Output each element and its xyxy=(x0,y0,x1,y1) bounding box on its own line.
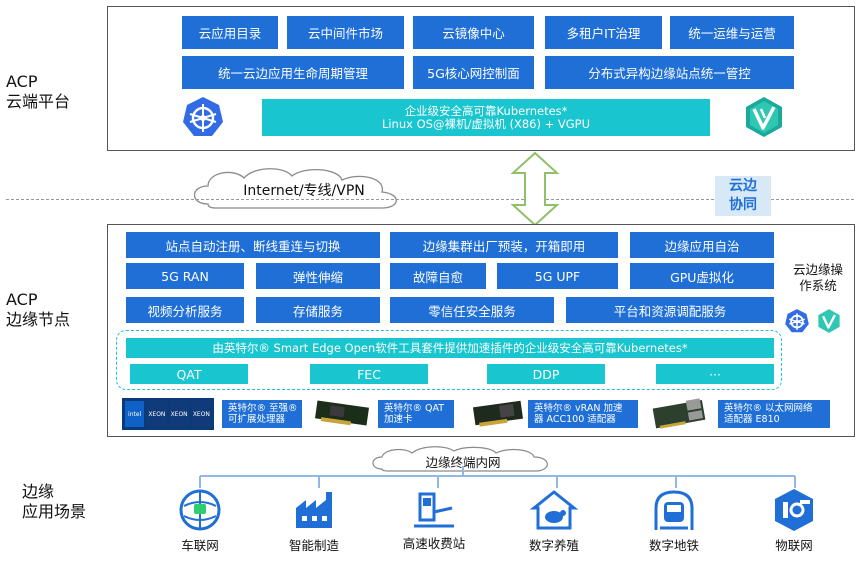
scenes-label-line1: 边缘 xyxy=(22,482,55,501)
collab-line2: 协同 xyxy=(729,197,757,213)
edge-box-5g-upf: 5G UPF xyxy=(497,263,618,289)
cloud-edge-collab-badge: 云边 协同 xyxy=(715,176,771,216)
edge-os-line1: 云边缘操 xyxy=(792,262,843,277)
xeon-chip-1: intel xyxy=(125,401,145,427)
acc100-card-image xyxy=(472,400,524,427)
edge-os-label: 云边缘操 作系统 xyxy=(786,262,850,294)
edge-box-elastic: 弹性伸缩 xyxy=(256,263,380,289)
scenes-label-line2: 应用场景 xyxy=(22,502,87,521)
toll-station-icon xyxy=(414,492,454,528)
edge-box-zero-trust: 零信任安全服务 xyxy=(390,297,554,323)
xeon-chip-3: XEON xyxy=(169,401,189,427)
edge-box-video: 视频分析服务 xyxy=(126,297,244,323)
cloud-k8s-bar: 企业级安全高可靠Kubernetes* Linux OS@裸机/虚拟机 (X86… xyxy=(262,99,710,136)
e810-adapter-image xyxy=(652,398,706,429)
accel-qat: QAT xyxy=(130,364,248,384)
hw-acc100-line1: 英特尔® vRAN 加速 xyxy=(534,403,623,414)
edge-box-self-heal: 故障自愈 xyxy=(390,263,486,289)
farm-icon xyxy=(530,490,578,530)
edge-os-line2: 作系统 xyxy=(799,278,837,293)
cloud-platform-label: ACP 云端平台 xyxy=(6,72,70,112)
accel-ddp: DDP xyxy=(487,364,605,384)
smart-edge-group xyxy=(116,330,782,390)
edge-box-storage: 存储服务 xyxy=(256,297,380,323)
hw-acc100-line2: 器 ACC100 适配器 xyxy=(534,414,616,425)
edge-box-gpu-virt: GPU虚拟化 xyxy=(630,263,774,289)
edge-network-cloud-shape xyxy=(372,446,548,472)
hw-e810-line2: 适配器 E810 xyxy=(724,414,780,425)
internet-cloud-text: Internet/专线/VPN xyxy=(243,183,365,199)
scene-label-iot: 物联网 xyxy=(775,538,813,553)
cloud-label-line2: 云端平台 xyxy=(6,92,71,111)
edge-box-resource-scheduling: 平台和资源调配服务 xyxy=(566,297,774,323)
cloud-label-line1: ACP xyxy=(6,72,38,91)
metro-icon xyxy=(654,490,694,530)
hw-xeon-label: 英特尔® 至强® 可扩展处理器 xyxy=(222,400,302,428)
xeon-chip-4: XEON xyxy=(191,401,211,427)
vmware-v-logo-icon xyxy=(746,97,782,137)
edge-label-line1: ACP xyxy=(6,290,38,309)
hw-e810-label: 英特尔® 以太网网络 适配器 E810 xyxy=(718,400,830,428)
qat-card-image xyxy=(315,400,369,426)
edge-box-preinstall: 边缘集群出厂预装，开箱即用 xyxy=(390,232,618,258)
hw-xeon-line1: 英特尔® 至强® xyxy=(228,403,298,414)
hw-qat-line2: 加速卡 xyxy=(384,414,413,425)
k8s-line2: Linux OS@裸机/虚拟机 (X86) + VGPU xyxy=(381,116,591,131)
hw-e810-line1: 英特尔® 以太网网络 xyxy=(724,403,813,414)
cloud-box-app-catalog: 云应用目录 xyxy=(182,16,278,49)
k8s-line1: 企业级安全高可靠Kubernetes* xyxy=(404,103,568,118)
vmware-v-small-icon xyxy=(818,309,840,333)
cloud-edge-divider xyxy=(6,199,854,200)
scene-label-digital-metro: 数字地铁 xyxy=(648,538,699,553)
accel-fec: FEC xyxy=(310,364,428,384)
edge-box-app-autonomy: 边缘应用自治 xyxy=(630,232,774,258)
hw-xeon-line2: 可扩展处理器 xyxy=(228,414,286,425)
edge-scenes-label: 边缘 应用场景 xyxy=(22,482,86,522)
cloud-box-ops: 统一运维与运营 xyxy=(670,16,794,49)
internet-cloud-shape xyxy=(193,168,397,209)
hw-acc100-label: 英特尔® vRAN 加速 器 ACC100 适配器 xyxy=(528,400,638,428)
accel-more: ··· xyxy=(656,364,774,384)
scene-label-toll-station: 高速收费站 xyxy=(402,536,466,551)
iot-icon xyxy=(775,489,813,531)
hw-qat-line1: 英特尔® QAT xyxy=(384,403,445,414)
factory-icon xyxy=(296,492,332,528)
xeon-chip-2: XEON xyxy=(147,401,167,427)
edge-network-text: 边缘终端内网 xyxy=(425,455,501,470)
cloud-box-5g-core: 5G核心网控制面 xyxy=(413,56,534,89)
cloud-box-image-center: 云镜像中心 xyxy=(413,16,534,49)
edge-box-auto-register: 站点自动注册、断线重连与切换 xyxy=(126,232,380,258)
cloud-edge-sync-arrow-icon xyxy=(510,151,560,227)
connected-car-icon xyxy=(179,489,221,531)
cloud-box-lifecycle: 统一云边应用生命周期管理 xyxy=(182,56,404,89)
smart-edge-k8s-bar: 由英特尔® Smart Edge Open软件工具套件提供加速插件的企业级安全高… xyxy=(126,338,774,358)
cloud-box-middleware-market: 云中间件市场 xyxy=(287,16,404,49)
cloud-box-distributed-control: 分布式异构边缘站点统一管控 xyxy=(545,56,794,89)
hw-qat-label: 英特尔® QAT 加速卡 xyxy=(378,400,454,428)
edge-box-5g-ran: 5G RAN xyxy=(126,263,244,289)
scene-label-smart-manufacturing: 智能制造 xyxy=(288,538,339,553)
scene-label-connected-car: 车联网 xyxy=(181,538,219,553)
kubernetes-small-icon xyxy=(785,309,809,333)
kubernetes-logo-icon xyxy=(183,97,223,136)
cloud-box-multitenant-governance: 多租户IT治理 xyxy=(545,16,662,49)
edge-node-label: ACP 边缘节点 xyxy=(6,290,70,330)
scene-connector-lines xyxy=(199,466,796,488)
xeon-processor-image: intel XEON XEON XEON xyxy=(122,398,214,430)
scene-label-digital-farming: 数字养殖 xyxy=(528,538,579,553)
collab-line1: 云边 xyxy=(729,178,757,194)
edge-label-line2: 边缘节点 xyxy=(6,310,71,329)
